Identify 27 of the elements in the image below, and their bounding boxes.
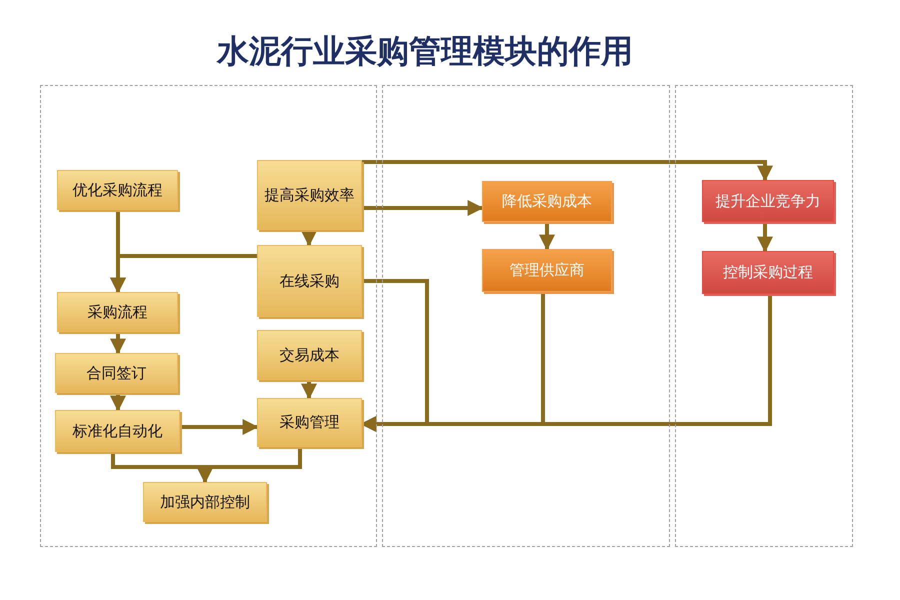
process-box: 控制采购过程 [702, 251, 834, 294]
dashed-panel [40, 85, 377, 547]
process-box: 采购流程 [57, 292, 178, 332]
process-box: 采购管理 [257, 398, 362, 447]
arrow [301, 230, 317, 247]
arrow [362, 160, 773, 182]
arrow [539, 222, 555, 251]
title: 水泥行业采购管理模块的作用 [215, 31, 634, 72]
arrow [757, 222, 773, 253]
process-box: 降低采购成本 [482, 181, 612, 222]
process-box: 提升企业竞争力 [702, 180, 834, 222]
process-box: 在线采购 [257, 245, 362, 317]
process-box: 优化采购流程 [57, 170, 178, 210]
process-box: 管理供应商 [482, 249, 612, 292]
arrow [301, 380, 317, 400]
dashed-panel [382, 85, 670, 547]
process-box: 加强内部控制 [143, 482, 267, 522]
arrow [180, 419, 259, 435]
arrow [362, 200, 484, 216]
process-box: 合同签订 [55, 353, 178, 393]
process-box: 标准化自动化 [55, 410, 180, 452]
dashed-panel [675, 85, 853, 547]
arrow [197, 447, 302, 484]
arrow [110, 332, 126, 355]
process-box: 交易成本 [257, 330, 362, 380]
arrow [110, 393, 126, 412]
process-box: 提高采购效率 [257, 160, 362, 230]
